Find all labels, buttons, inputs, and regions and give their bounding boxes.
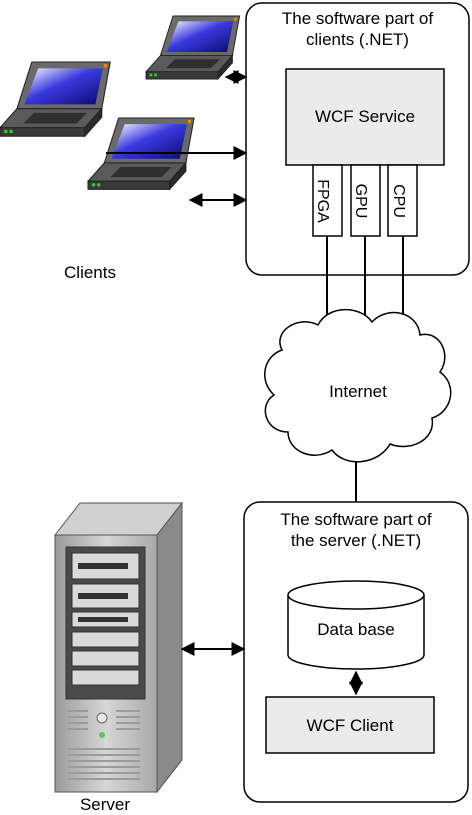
gpu-box (350, 164, 381, 237)
laptop-icon (145, 15, 241, 80)
cpu-label: CPU (390, 184, 407, 218)
server-label: Server (79, 795, 131, 814)
fpga-box (312, 164, 343, 237)
fpga-label: FPGA (314, 179, 331, 223)
clients-label: Clients (64, 263, 116, 282)
wcf-service-box (285, 68, 445, 166)
database-label: Data base (317, 620, 395, 639)
database-cylinder (287, 580, 425, 670)
laptop-icon (0, 61, 111, 137)
wcf-service-label: WCF Service (314, 107, 416, 126)
wcf-client-box (265, 696, 435, 754)
clients-box-title-line2: clients (.NET) (306, 30, 409, 50)
server-box-title-line1: The software part of (280, 510, 432, 529)
server-tower-icon (53, 501, 184, 794)
server-box-title-line2: the server (.NET) (290, 531, 422, 551)
wcf-client-label: WCF Client (306, 716, 394, 735)
internet-cloud (264, 308, 452, 463)
clients-box-title: The software part of clients (.NET) (250, 8, 465, 51)
server-box-title: The software part of the server (.NET) (248, 509, 464, 552)
internet-label: Internet (329, 382, 387, 401)
clients-box-title-line1: The software part of (281, 9, 434, 28)
gpu-label: GPU (352, 184, 369, 219)
